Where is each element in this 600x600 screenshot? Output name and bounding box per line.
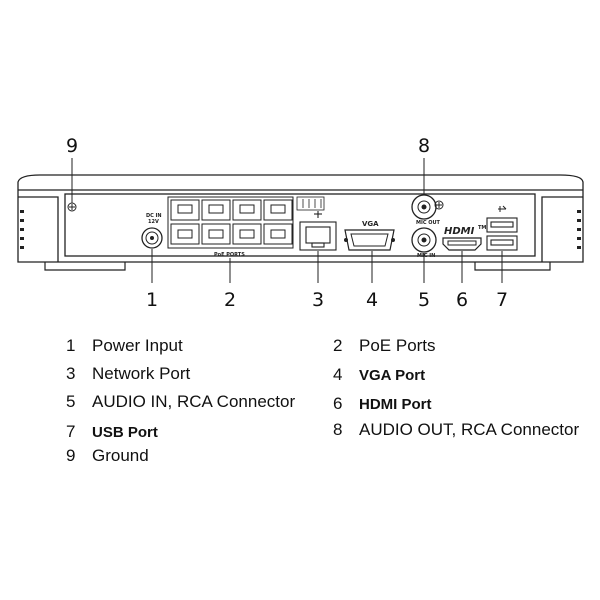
feet xyxy=(44,262,551,271)
nvr-rear-panel-diagram: DC IN 12V PoE PORTS VG xyxy=(17,135,584,311)
callout-6: 6 xyxy=(456,289,468,311)
legend-number: 4 xyxy=(333,365,343,384)
legend-text: USB Port xyxy=(92,424,158,441)
legend-number: 1 xyxy=(66,336,76,355)
mic-in-label: MIC IN xyxy=(417,253,435,259)
vga-label: VGA xyxy=(362,220,379,228)
vga-port: VGA xyxy=(344,220,395,251)
usb-ports xyxy=(486,205,518,251)
dc-in-label: DC IN xyxy=(146,213,162,219)
legend-text: HDMI Port xyxy=(359,396,432,413)
callout-2: 2 xyxy=(224,289,236,311)
legend-text: VGA Port xyxy=(359,367,426,384)
callout-5: 5 xyxy=(418,289,430,311)
callout-8: 8 xyxy=(418,135,430,157)
legend-number: 3 xyxy=(66,364,76,383)
legend-item: 4 VGA Port xyxy=(333,365,425,385)
legend-text: Power Input xyxy=(92,336,183,355)
ground-screw xyxy=(67,202,77,212)
audio-out-rca: MIC OUT xyxy=(411,194,444,226)
legend-text: Ground xyxy=(92,446,149,465)
hdmi-logo: HDMI xyxy=(444,226,475,237)
legend-number: 6 xyxy=(333,394,343,413)
callout-7: 7 xyxy=(496,289,508,311)
legend-item: 2 PoE Ports xyxy=(333,336,436,356)
callout-1: 1 xyxy=(146,289,158,311)
callout-numbers: 1 2 3 4 5 6 7 8 9 xyxy=(66,135,508,311)
legend-number: 2 xyxy=(333,336,343,355)
poe-label: PoE PORTS xyxy=(214,252,245,258)
hdmi-port: HDMI TM xyxy=(442,225,486,251)
dc-volt-label: 12V xyxy=(148,219,159,225)
hdmi-tm: TM xyxy=(478,225,486,231)
poe-ports: PoE PORTS xyxy=(167,196,294,258)
legend-item: 1 Power Input xyxy=(66,336,183,356)
poe-port-grid xyxy=(170,199,293,245)
audio-in-rca: MIC IN xyxy=(411,227,437,259)
legend-item: 9 Ground xyxy=(66,446,149,466)
legend-number: 5 xyxy=(66,392,76,411)
legend-text: PoE Ports xyxy=(359,336,436,355)
legend-number: 9 xyxy=(66,446,76,465)
side-vents xyxy=(20,210,581,249)
legend-item: 7 USB Port xyxy=(66,422,158,442)
legend-number: 7 xyxy=(66,422,76,441)
mic-out-label: MIC OUT xyxy=(416,220,441,226)
callout-3: 3 xyxy=(312,289,324,311)
port-number-block xyxy=(296,196,325,211)
legend-number: 8 xyxy=(333,420,343,439)
legend-text: AUDIO IN, RCA Connector xyxy=(92,392,296,411)
callout-4: 4 xyxy=(366,289,378,311)
legend-item: 6 HDMI Port xyxy=(333,394,432,414)
leader-lines xyxy=(71,158,503,283)
legend-text: AUDIO OUT, RCA Connector xyxy=(359,420,580,439)
legend-text: Network Port xyxy=(92,364,191,383)
callout-9: 9 xyxy=(66,135,78,157)
power-input-jack: DC IN 12V xyxy=(141,213,163,249)
legend-item: 3 Network Port xyxy=(66,364,190,384)
legend-item: 8 AUDIO OUT, RCA Connector xyxy=(333,420,579,440)
network-port xyxy=(299,211,337,251)
legend-item: 5 AUDIO IN, RCA Connector xyxy=(66,392,295,412)
